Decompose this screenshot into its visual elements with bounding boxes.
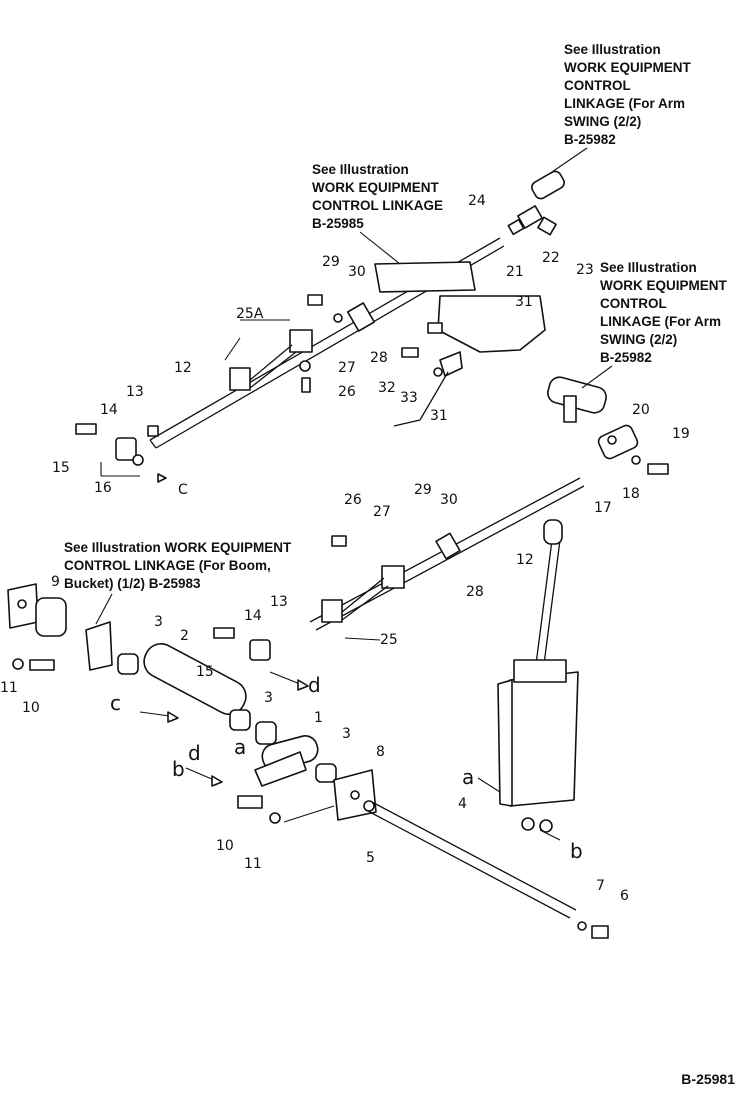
callout-labels: 24 21 22 23 29 30 25A 31 12 27 26 28 32 … bbox=[0, 193, 690, 904]
callout-11: 11 bbox=[0, 680, 18, 696]
reference-note-left-middle: See Illustration WORK EQUIPMENT CONTROL … bbox=[64, 540, 292, 591]
bracket-9 bbox=[7, 583, 67, 637]
callout-3: 3 bbox=[154, 614, 163, 630]
callout-14: 14 bbox=[100, 402, 118, 418]
callout-26: 26 bbox=[344, 492, 362, 508]
callout-4: 4 bbox=[458, 796, 467, 812]
callout-3: 3 bbox=[342, 726, 351, 742]
callout-b: b bbox=[172, 757, 185, 781]
callout-13: 13 bbox=[270, 594, 288, 610]
figure-number: B-25981 bbox=[681, 1071, 735, 1087]
rod-end-middle-13-14 bbox=[213, 627, 271, 661]
yoke-25 bbox=[321, 532, 461, 623]
callout-16: 16 bbox=[94, 480, 112, 496]
arm-swing-bracket bbox=[547, 376, 607, 423]
callout-a: a bbox=[462, 765, 474, 789]
callout-19: 19 bbox=[672, 426, 690, 442]
rod-4 bbox=[363, 800, 577, 919]
callout-31: 31 bbox=[515, 294, 533, 310]
callout-21: 21 bbox=[506, 264, 524, 280]
callout-28: 28 bbox=[370, 350, 388, 366]
callout-14: 14 bbox=[244, 608, 262, 624]
callout-d: d bbox=[188, 741, 201, 765]
callout-C: C bbox=[178, 482, 188, 498]
callout-18: 18 bbox=[622, 486, 640, 502]
callout-9: 9 bbox=[51, 574, 60, 590]
lever-31 bbox=[393, 351, 463, 427]
callout-25: 25 bbox=[380, 632, 398, 648]
callout-26: 26 bbox=[338, 384, 356, 400]
callout-5: 5 bbox=[366, 850, 375, 866]
callout-32: 32 bbox=[378, 380, 396, 396]
yoke-25A bbox=[229, 302, 376, 391]
callout-15: 15 bbox=[196, 664, 214, 680]
callout-1: 1 bbox=[314, 710, 323, 726]
small-hardware-upper bbox=[299, 294, 443, 393]
callout-20: 20 bbox=[632, 402, 650, 418]
callout-27: 27 bbox=[338, 360, 356, 376]
callout-31: 31 bbox=[430, 408, 448, 424]
callout-15: 15 bbox=[52, 460, 70, 476]
callout-a: a bbox=[234, 735, 246, 759]
callout-27: 27 bbox=[373, 504, 391, 520]
bolt-6-7 bbox=[577, 921, 609, 939]
callout-10: 10 bbox=[216, 838, 234, 854]
callout-10: 10 bbox=[22, 700, 40, 716]
callout-29: 29 bbox=[414, 482, 432, 498]
rod-end-left-13-14 bbox=[75, 423, 159, 466]
reference-note-top-right: See Illustration WORK EQUIPMENT CONTROL … bbox=[564, 42, 691, 147]
leader-lines bbox=[95, 147, 613, 841]
callout-3: 3 bbox=[264, 690, 273, 706]
callout-24: 24 bbox=[468, 193, 486, 209]
reference-note-upper-middle: See Illustration WORK EQUIPMENT CONTROL … bbox=[312, 162, 443, 231]
callout-28: 28 bbox=[466, 584, 484, 600]
control-lever-and-valve bbox=[497, 519, 579, 833]
callout-12: 12 bbox=[516, 552, 534, 568]
callout-29: 29 bbox=[322, 254, 340, 270]
callout-b: b bbox=[570, 839, 583, 863]
callout-25A: 25A bbox=[236, 306, 264, 322]
callout-23: 23 bbox=[576, 262, 594, 278]
callout-22: 22 bbox=[542, 250, 560, 266]
callout-8: 8 bbox=[376, 744, 385, 760]
callout-11: 11 bbox=[244, 856, 262, 872]
callout-7: 7 bbox=[596, 878, 605, 894]
rod-end-right-17-20 bbox=[597, 424, 669, 475]
callout-30: 30 bbox=[348, 264, 366, 280]
shaft-2 bbox=[117, 643, 251, 731]
callout-d: d bbox=[308, 673, 321, 697]
bolts-10-11 bbox=[12, 658, 281, 824]
callout-30: 30 bbox=[440, 492, 458, 508]
callout-17: 17 bbox=[594, 500, 612, 516]
callout-2: 2 bbox=[180, 628, 189, 644]
bracket-left-mid bbox=[85, 621, 113, 671]
callout-12: 12 bbox=[174, 360, 192, 376]
callout-33: 33 bbox=[400, 390, 418, 406]
rod-end-top-21-22 bbox=[507, 170, 565, 236]
reference-note-right-middle: See Illustration WORK EQUIPMENT CONTROL … bbox=[600, 260, 727, 365]
callout-13: 13 bbox=[126, 384, 144, 400]
callout-c: c bbox=[110, 691, 121, 715]
callout-6: 6 bbox=[620, 888, 629, 904]
arm-1 bbox=[254, 721, 337, 787]
